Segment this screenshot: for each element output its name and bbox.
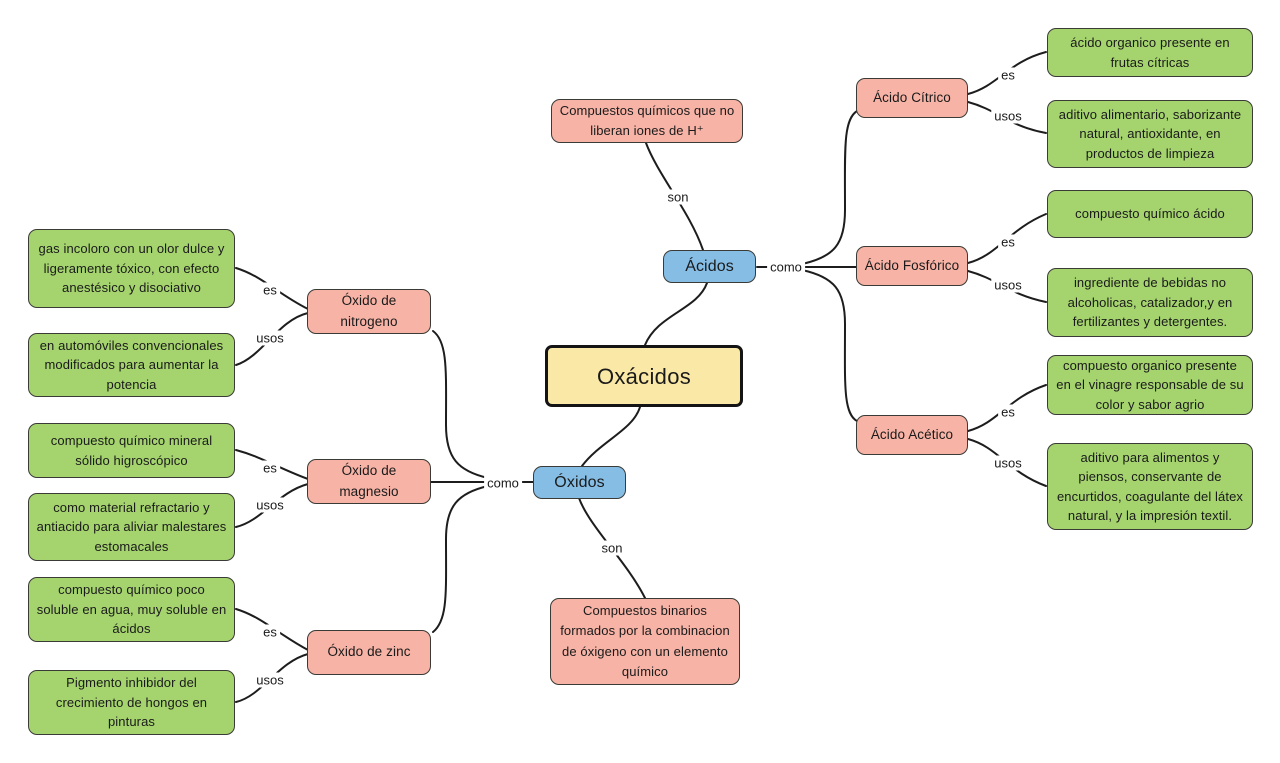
node-oxidos-definition[interactable]: Compuestos binarios formados por la comb… <box>550 598 740 685</box>
node-oxacidos[interactable]: Oxácidos <box>545 345 743 407</box>
node-oxido-magnesio-es[interactable]: compuesto químico mineral sólido higrosc… <box>28 423 235 478</box>
edge-oxidos-nitrogeno <box>432 330 489 479</box>
node-acido-acetico-usos[interactable]: aditivo para alimentos y piensos, conser… <box>1047 443 1253 530</box>
node-oxido-magnesio[interactable]: Óxido de magnesio <box>307 459 431 504</box>
edge-label-usos-nitrogeno: usos <box>253 330 287 346</box>
edge-label-como-oxidos: como <box>484 475 522 491</box>
edge-label-usos-citrico: usos <box>991 108 1025 124</box>
node-oxido-magnesio-usos[interactable]: como material refractario y antiacido pa… <box>28 493 235 561</box>
node-oxido-zinc-es[interactable]: compuesto químico poco soluble en agua, … <box>28 577 235 642</box>
edge-label-es-magnesio: es <box>260 460 280 476</box>
edge-label-son-acidos: son <box>664 189 692 205</box>
node-acidos[interactable]: Ácidos <box>663 250 756 283</box>
edge-label-usos-acetico: usos <box>991 455 1025 471</box>
edge-label-es-acetico: es <box>998 404 1018 420</box>
edge-label-es-zinc: es <box>260 624 280 640</box>
node-acido-citrico[interactable]: Ácido Cítrico <box>856 78 968 118</box>
node-acido-citrico-usos[interactable]: aditivo alimentario, saborizante natural… <box>1047 100 1253 168</box>
edge-label-usos-magnesio: usos <box>253 497 287 513</box>
edge-label-es-fosforico: es <box>998 234 1018 250</box>
node-oxidos[interactable]: Óxidos <box>533 466 626 499</box>
edge-oxidos-zinc <box>432 485 489 633</box>
node-acido-fosforico-es[interactable]: compuesto químico ácido <box>1047 190 1253 238</box>
node-oxido-nitrogeno[interactable]: Óxido de nitrogeno <box>307 289 431 334</box>
edge-label-es-citrico: es <box>998 67 1018 83</box>
node-oxido-nitrogeno-usos[interactable]: en automóviles convencionales modificado… <box>28 333 235 397</box>
node-oxido-zinc-usos[interactable]: Pigmento inhibidor del crecimiento de ho… <box>28 670 235 735</box>
node-acido-acetico[interactable]: Ácido Acético <box>856 415 968 455</box>
edge-acidos-citrico <box>801 110 858 265</box>
edge-label-son-oxidos: son <box>598 540 626 556</box>
edge-label-usos-fosforico: usos <box>991 277 1025 293</box>
node-oxido-nitrogeno-es[interactable]: gas incoloro con un olor dulce y ligeram… <box>28 229 235 308</box>
edge-label-es-nitrogeno: es <box>260 282 280 298</box>
node-acido-acetico-es[interactable]: compuesto organico presente en el vinagr… <box>1047 355 1253 415</box>
node-acido-fosforico[interactable]: Ácido Fosfórico <box>856 246 968 286</box>
edge-root-oxidos <box>581 406 641 467</box>
node-oxido-zinc[interactable]: Óxido de zinc <box>307 630 431 675</box>
node-acido-fosforico-usos[interactable]: ingrediente de bebidas no alcoholicas, c… <box>1047 268 1253 337</box>
edge-label-como-acidos: como <box>767 259 805 275</box>
node-acidos-definition[interactable]: Compuestos químicos que no liberan iones… <box>551 99 743 143</box>
edge-label-usos-zinc: usos <box>253 672 287 688</box>
edge-root-acidos <box>644 282 708 346</box>
edge-acidos-acetico <box>801 269 858 422</box>
node-acido-citrico-es[interactable]: ácido organico presente en frutas cítric… <box>1047 28 1253 77</box>
